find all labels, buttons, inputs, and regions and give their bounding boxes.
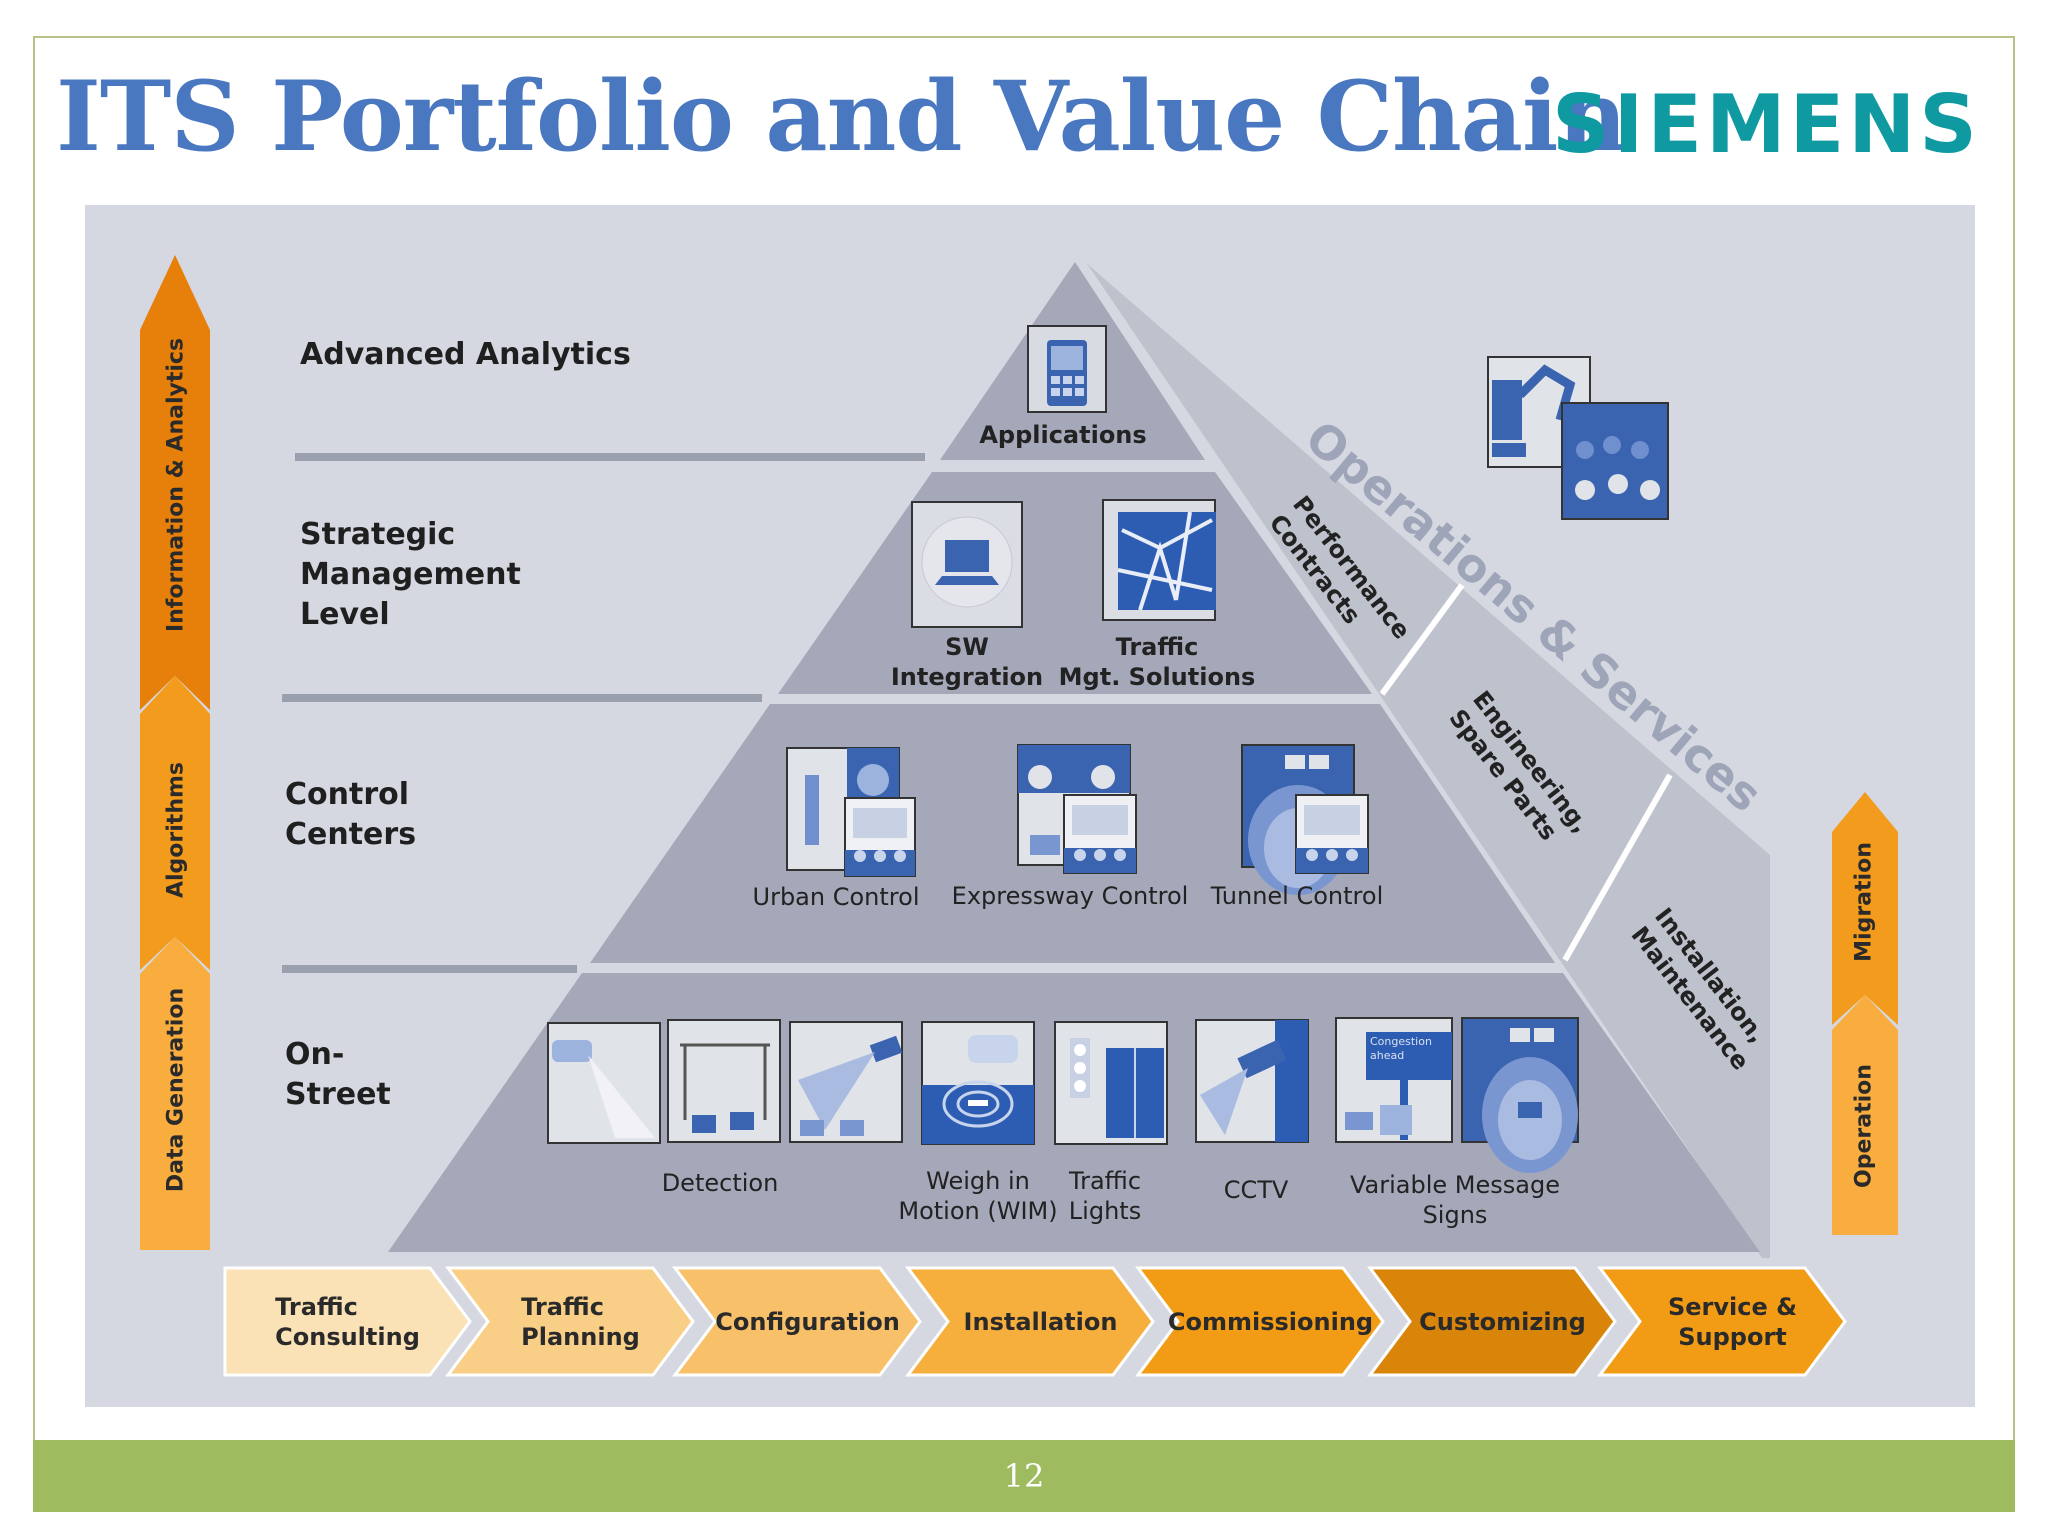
left-arrow-label-algorithms: Algorithms (163, 761, 189, 899)
right-arrow-label-migration: Migration (1851, 842, 1877, 962)
caption-expressway-control: Expressway Control (951, 882, 1189, 910)
radar-detector-icon (547, 1022, 661, 1144)
value-chain-label-5-line1: Commissioning (1167, 1307, 1374, 1336)
people-audience-icon (1561, 402, 1669, 520)
value-chain-chevrons (223, 1266, 1847, 1377)
caption-traffic-mgt: Traffic Mgt. Solutions (1059, 632, 1256, 692)
caption-vms: Variable Message Signs (1350, 1170, 1560, 1230)
left-arrow-segment-mid (140, 676, 210, 970)
level-strategic-line1: Strategic (300, 517, 456, 552)
value-chain-label-7-line1: Service & (1667, 1292, 1798, 1321)
siemens-logo: SIEMENS (1552, 78, 1981, 171)
value-chain-step-1 (223, 1266, 472, 1377)
caption-lights-line1: Traffic (1068, 1167, 1142, 1195)
caption-wim-line1: Weigh in (926, 1167, 1030, 1195)
traffic-light-icon (1054, 1021, 1168, 1145)
tunnel-control-icon (1241, 744, 1369, 895)
service-divider-1 (1379, 583, 1465, 696)
right-arrow-label-operation: Operation (1851, 1064, 1877, 1188)
value-chain-label-1-line2: Consulting (275, 1322, 420, 1351)
level-strategic: Strategic Management Level (300, 515, 521, 635)
camera-detector-icon (789, 1021, 903, 1143)
services-band (1085, 262, 1770, 1258)
cctv-camera-icon (1195, 1019, 1309, 1143)
caption-applications: Applications (979, 421, 1147, 449)
left-arrow-segment-top (140, 255, 210, 710)
level-control-centers: Control Centers (285, 775, 416, 855)
value-chain-label-6-line1: Customizing (1419, 1307, 1586, 1336)
level-onstreet-line2: Street (285, 1077, 391, 1112)
value-chain-label-4-line1: Installation (963, 1307, 1118, 1336)
value-chain-label-7-line2: Support (1678, 1322, 1787, 1351)
value-chain-label-4: Installation (964, 1307, 1118, 1337)
value-chain-label-7: Service &Support (1668, 1292, 1797, 1352)
level-strategic-line2: Management (300, 557, 521, 592)
caption-traffic-lights: Traffic Lights (1069, 1166, 1141, 1226)
separator-line-1 (295, 453, 925, 461)
value-chain-label-3-line1: Configuration (715, 1307, 900, 1336)
value-chain-step-5 (1135, 1266, 1385, 1377)
urban-control-icon (786, 747, 916, 877)
level-advanced-analytics: Advanced Analytics (300, 337, 631, 372)
value-chain-step-6 (1367, 1266, 1617, 1377)
left-arrow-label-information: Information & Analytics (163, 337, 189, 633)
footer-bar: 12 (33, 1440, 2015, 1512)
caption-traffic-mgt-line1: Traffic (1115, 633, 1199, 661)
right-arrow-segment-bottom (1832, 995, 1898, 1235)
vms-screen-text: Congestion ahead (1370, 1035, 1432, 1063)
caption-vms-line2: Signs (1422, 1201, 1488, 1229)
caption-vms-line1: Variable Message (1350, 1171, 1560, 1199)
expressway-control-icon (1017, 744, 1137, 874)
caption-lights-line2: Lights (1068, 1197, 1142, 1225)
value-chain-label-2-line1: Traffic (521, 1292, 604, 1321)
value-chain-label-1-line1: Traffic (275, 1292, 358, 1321)
caption-wim: Weigh in Motion (WIM) (898, 1166, 1057, 1226)
value-chain-label-5: Commissioning (1168, 1307, 1373, 1337)
loop-detector-icon (667, 1019, 781, 1143)
caption-tunnel-control: Tunnel Control (1210, 882, 1384, 910)
caption-detection: Detection (661, 1169, 779, 1197)
page-number: 12 (1003, 1457, 1045, 1495)
service-divider-2 (1562, 773, 1673, 962)
level-on-street: On- Street (285, 1035, 391, 1115)
vms-screen-line1: Congestion (1370, 1035, 1432, 1048)
value-chain-step-3 (672, 1266, 922, 1377)
vms-screen-line2: ahead (1370, 1049, 1405, 1062)
level-control-line2: Centers (285, 817, 417, 852)
caption-wim-line2: Motion (WIM) (898, 1197, 1058, 1225)
caption-urban-control: Urban Control (752, 883, 920, 911)
value-chain-step-4 (905, 1266, 1155, 1377)
level-control-line1: Control (285, 777, 410, 812)
level-onstreet-line1: On- (285, 1037, 345, 1072)
caption-sw-integration: SW Integration (891, 632, 1043, 692)
message-sign-icon (1335, 1017, 1453, 1143)
caption-cctv: CCTV (1223, 1176, 1289, 1204)
right-arrow-segment-top (1832, 792, 1898, 1025)
laptop-icon (911, 501, 1023, 628)
separator-line-3 (282, 965, 577, 973)
separator-line-2 (282, 694, 762, 702)
wim-sensor-icon (921, 1021, 1035, 1145)
tunnel-sign-icon (1461, 1017, 1579, 1173)
level-strategic-line3: Level (300, 597, 390, 632)
slide-title: ITS Portfolio and Value Chain (56, 60, 1627, 173)
left-arrow-label-data-generation: Data Generation (163, 987, 189, 1193)
value-chain-label-2-line2: Planning (521, 1322, 640, 1351)
caption-sw-line1: SW (945, 633, 989, 661)
left-arrow-segment-bottom (140, 937, 210, 1250)
mobile-device-icon (1027, 325, 1107, 413)
value-chain-label-6: Customizing (1419, 1307, 1586, 1337)
value-chain-step-7 (1597, 1266, 1847, 1377)
traffic-map-icon (1102, 499, 1216, 621)
value-chain-label-3: Configuration (715, 1307, 900, 1337)
caption-traffic-mgt-line2: Mgt. Solutions (1058, 663, 1256, 691)
caption-sw-line2: Integration (890, 663, 1044, 691)
value-chain-step-2 (445, 1266, 695, 1377)
